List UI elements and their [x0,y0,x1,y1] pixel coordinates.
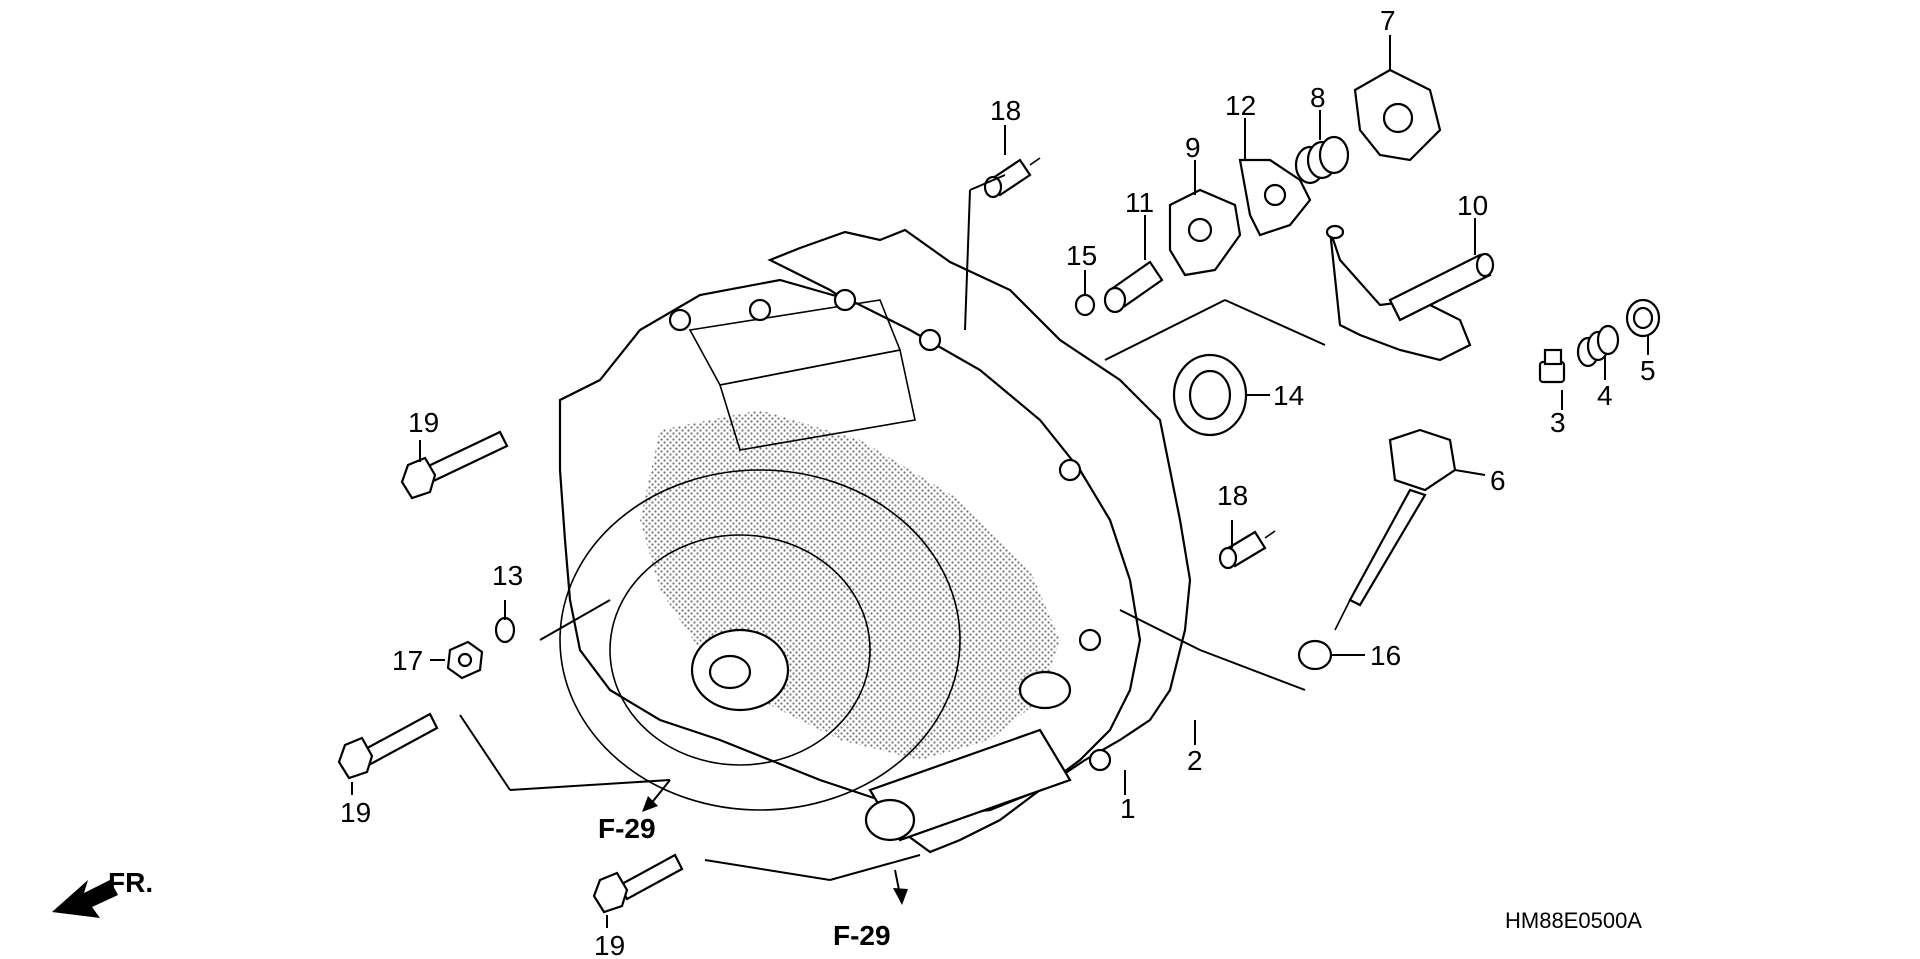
callout-11: 11 [1125,187,1154,218]
ref-label-f29-left: F-29 [598,813,656,844]
crankcase-cover [558,228,1192,854]
cap-5 [1625,298,1661,338]
shaft-hole [708,654,752,690]
callout-16: 16 [1370,640,1401,671]
callout-15: 15 [1066,240,1097,271]
callout-18-top: 18 [990,95,1021,126]
callout-14: 14 [1273,380,1304,411]
ref-label-f29-bottom: F-29 [833,920,891,951]
bolt-19-top [400,430,509,500]
callout-19-top: 19 [408,407,439,438]
callout-18-lower: 18 [1217,480,1248,511]
callout-1: 1 [1120,793,1136,824]
bolt-bosses [668,288,1112,772]
o-ring-16 [1297,639,1333,671]
callout-6: 6 [1490,465,1506,496]
stopper-plate-12 [1238,158,1312,237]
callout-12: 12 [1225,90,1256,121]
callout-10: 10 [1457,190,1488,221]
top-rib-2 [718,349,916,451]
front-label: FR. [108,867,153,898]
dowel-pin-top [983,157,1041,199]
washer-15 [1074,293,1096,317]
pivot-bolt-11 [1103,260,1164,314]
dowel-pin-lower [1218,530,1276,570]
shift-arm-7 [1353,68,1442,162]
diagram-code: HM88E0500A [1505,908,1642,933]
callout-2: 2 [1187,745,1203,776]
callout-7: 7 [1380,5,1396,36]
callout-3: 3 [1550,407,1566,438]
callouts: 1 2 3 4 5 6 7 8 9 10 11 12 13 14 15 16 1… [340,5,1656,959]
ref-arrows [642,779,908,905]
dipstick-6 [1334,428,1457,631]
callout-13: 13 [492,560,523,591]
bolt-19-mid [337,712,439,780]
callout-8: 8 [1310,82,1326,113]
bolt-19-bottom [592,853,684,914]
callout-17: 17 [392,645,423,676]
cam-plate-9 [1168,188,1242,277]
filler-boss [1018,670,1072,710]
oil-boss-hole [864,798,916,842]
front-arrow-icon [52,880,118,918]
callout-5: 5 [1640,355,1656,386]
clutch-housing-outer [559,469,961,811]
leader-lines [351,35,1649,928]
nut-17 [446,640,484,680]
callout-19-bottom: 19 [594,930,625,959]
spring-8 [1294,135,1350,185]
callout-19-mid: 19 [340,797,371,828]
spring-4 [1576,324,1620,368]
clutch-housing-inner [609,534,871,766]
shift-shaft-10 [1325,224,1495,362]
plug-3 [1538,348,1566,384]
front-arrow: FR. [52,867,153,918]
callout-4: 4 [1597,380,1613,411]
bearing-14 [1172,353,1248,437]
washer-13 [494,616,516,644]
callout-9: 9 [1185,132,1201,163]
